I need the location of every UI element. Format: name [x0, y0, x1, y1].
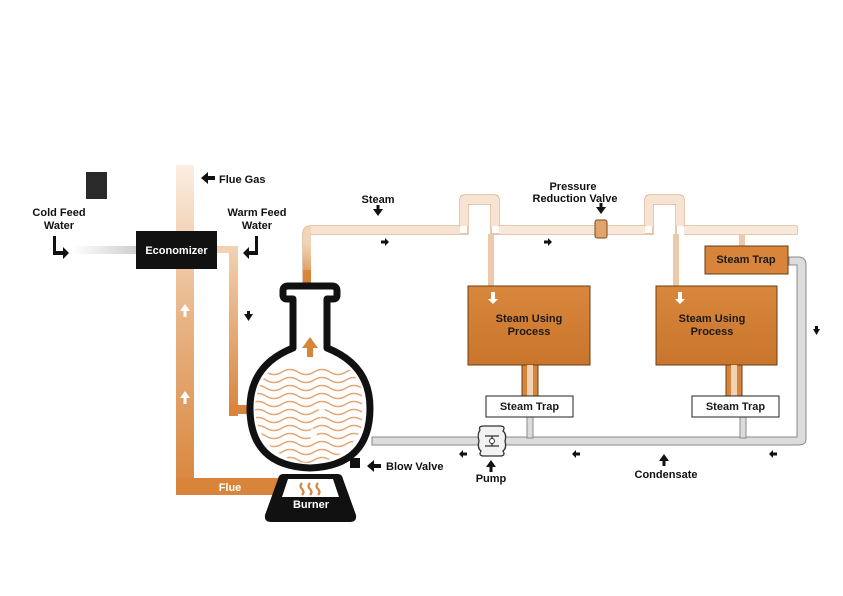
- condensate-up-arrow-icon: [659, 454, 669, 466]
- steam-trap-top: Steam Trap: [704, 245, 789, 275]
- economizer-label: Economizer: [145, 245, 208, 257]
- warm-feed-water-pipe: [217, 246, 251, 416]
- flue-gas-label: Flue Gas: [219, 174, 265, 186]
- steam-flow-arrow-icon-2: [544, 238, 552, 246]
- process-outlet-pipes: [521, 364, 743, 397]
- steam-trap-top-label: Steam Trap: [716, 254, 776, 266]
- condensate-left-arrow-icon-1: [769, 450, 777, 458]
- steam-flow-arrow-icon-1: [381, 238, 389, 246]
- pump-up-arrow-icon: [486, 460, 496, 472]
- cold-feed-water-label-line1: Cold Feed: [32, 207, 85, 219]
- pressure-valve-down-arrow-icon: [596, 203, 606, 214]
- warm-feed-water-label-line1: Warm Feed: [228, 207, 287, 219]
- steam-label: Steam: [361, 194, 394, 206]
- steam-using-process-2-label-line2: Process: [691, 326, 734, 338]
- steam-trap-1: Steam Trap: [485, 395, 574, 418]
- pressure-reduction-valve-label-line1: Pressure: [549, 181, 596, 193]
- steam-using-process-2: Steam Using Process: [655, 285, 778, 366]
- warm-feed-water-label-line2: Water: [242, 220, 273, 232]
- chimney-cap-block: [86, 172, 107, 199]
- burner-label: Burner: [293, 499, 330, 511]
- burner: Burner: [264, 474, 357, 522]
- steam-trap-2-label: Steam Trap: [706, 401, 766, 413]
- condensate-down-arrow-icon: [813, 326, 820, 335]
- condensate-left-arrow-icon-2: [572, 450, 580, 458]
- blow-valve-arrow-icon: [367, 460, 381, 472]
- cold-feed-water-label-line2: Water: [44, 220, 75, 232]
- cold-feed-water-pipe: [72, 246, 136, 254]
- condensate-left-arrow-icon-3: [459, 450, 467, 458]
- process-inlet-arrow-icon: [488, 292, 498, 304]
- steam-using-process-1-label-line1: Steam Using: [496, 313, 563, 325]
- process-inlet-arrow-icon: [675, 292, 685, 304]
- steam-trap-1-label: Steam Trap: [500, 401, 560, 413]
- flue-label: Flue: [219, 482, 242, 494]
- blow-valve: [350, 458, 360, 468]
- steam-trap-2: Steam Trap: [691, 395, 780, 418]
- warm-feed-arrow-icon: [243, 236, 258, 259]
- steam-down-arrow-icon: [373, 205, 383, 216]
- pump-label: Pump: [476, 473, 507, 485]
- warm-feed-down-arrow-icon: [244, 311, 253, 321]
- condensate-label: Condensate: [635, 469, 698, 481]
- blow-valve-label: Blow Valve: [386, 461, 443, 473]
- pump-icon: [477, 425, 507, 457]
- steam-using-process-2-label-line1: Steam Using: [679, 313, 746, 325]
- flue-up-arrow-icon: [180, 304, 190, 404]
- steam-header-fill: [303, 195, 797, 288]
- steam-using-process-1-label-line2: Process: [508, 326, 551, 338]
- flue-gas-arrow-icon: [201, 172, 215, 184]
- cold-feed-arrow-icon: [53, 236, 69, 259]
- pressure-reduction-valve: [594, 219, 608, 239]
- boiler-steam-up-arrow-icon: [302, 337, 318, 357]
- flame-icon: [299, 482, 321, 496]
- steam-using-process-1: Steam Using Process: [467, 285, 591, 366]
- economizer-box: [136, 231, 217, 269]
- boiler-flask: [246, 282, 374, 472]
- pressure-reduction-valve-label-line2: Reduction Valve: [533, 193, 618, 205]
